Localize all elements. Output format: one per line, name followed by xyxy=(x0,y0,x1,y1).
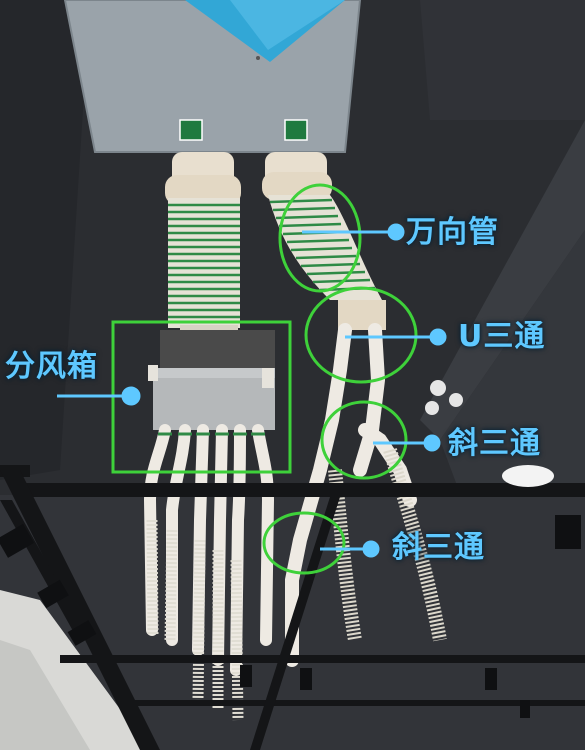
track-rails xyxy=(0,465,585,750)
exit-sign-2-icon xyxy=(284,119,308,141)
fresh-air-unit xyxy=(63,0,362,153)
label-u-tee: U三通 xyxy=(458,319,546,354)
label-oblique-tee-1: 斜三通 xyxy=(448,426,541,461)
distribution-box xyxy=(148,330,275,430)
ceiling-right-top xyxy=(420,0,585,120)
label-distribution-box: 分风箱 xyxy=(5,349,98,384)
label-oblique-tee-2: 斜三通 xyxy=(392,530,485,565)
ceiling-right-beam xyxy=(420,120,585,440)
universal-pipe-highlight xyxy=(278,183,362,293)
label-universal-pipe: 万向管 xyxy=(406,215,499,250)
white-wall-left-shade xyxy=(0,640,90,750)
lower-hoses xyxy=(146,519,244,721)
branch-pipes xyxy=(143,424,275,676)
u-tee-highlight xyxy=(304,286,418,384)
right-fixtures xyxy=(425,380,463,415)
right-duct xyxy=(262,152,386,330)
oblique-tee-1-highlight xyxy=(320,400,408,480)
callout-lines xyxy=(57,223,447,558)
ceiling-right-panel xyxy=(440,230,585,520)
exit-sign-1-icon xyxy=(179,119,203,141)
ceiling-lamp xyxy=(502,465,554,487)
ceiling-shadow-left xyxy=(0,0,90,480)
oblique-tee-2-highlight xyxy=(262,511,346,575)
spot-lights xyxy=(0,515,581,718)
